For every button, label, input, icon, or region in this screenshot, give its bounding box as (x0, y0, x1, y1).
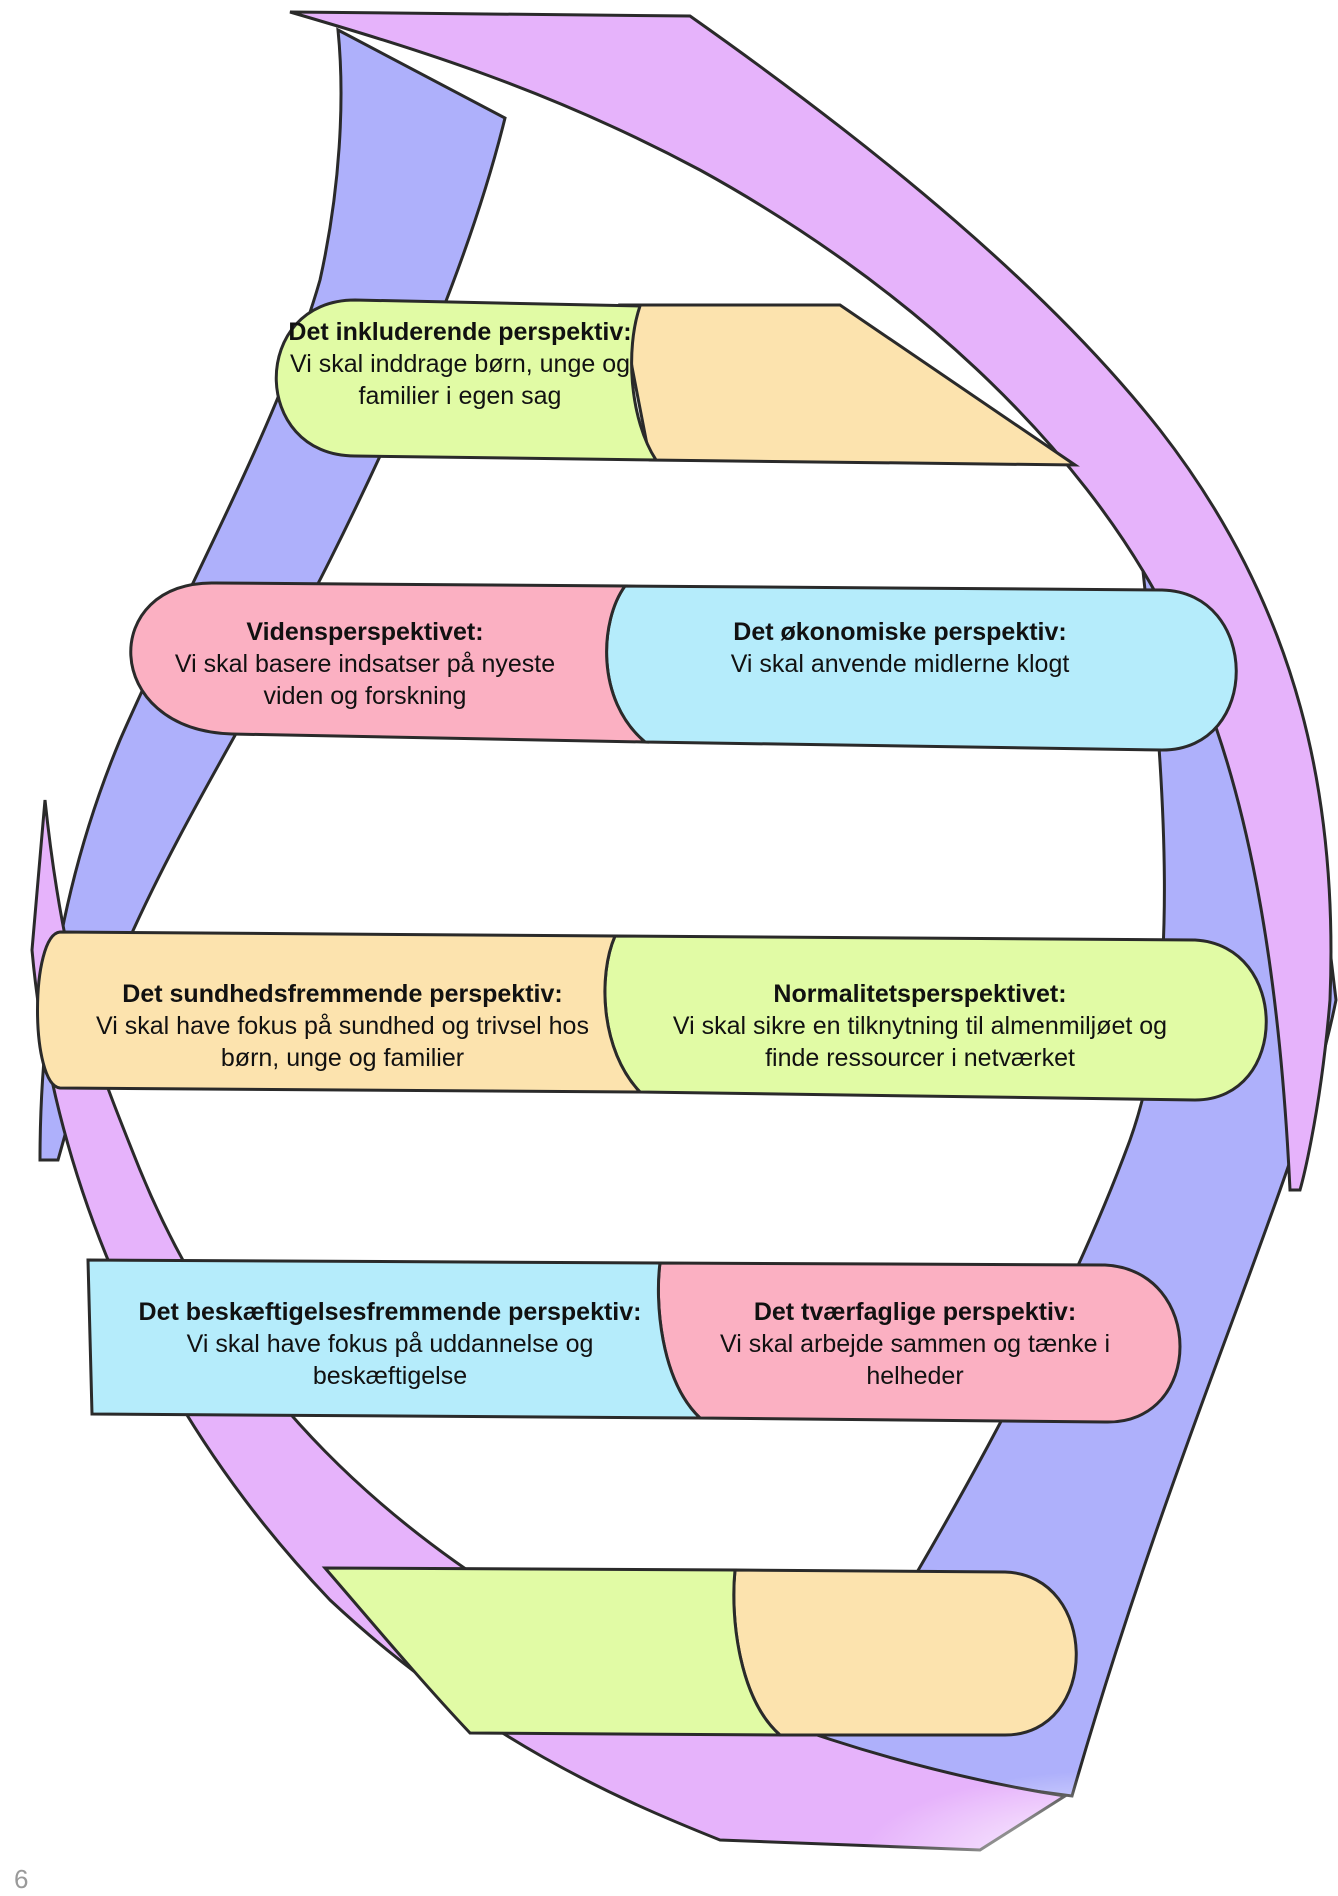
label-tvaerfaglige: Det tværfaglige perspektiv: Vi skal arbe… (700, 1296, 1130, 1392)
rung-5 (321, 1566, 1078, 1737)
rung-5-left-capsule (321, 1566, 785, 1737)
label-inkluderende-title: Det inkluderende perspektiv: (288, 318, 632, 346)
front-strand (289, 10, 1333, 1192)
rung-4-left-capsule (86, 1258, 704, 1420)
label-videns-text: Vi skal basere indsatser på nyeste viden… (174, 650, 556, 710)
label-sundhedsfremmende-text: Vi skal have fokus på sundhed og trivsel… (96, 1012, 589, 1072)
bottom-fade (860, 1770, 1338, 1896)
label-inkluderende-text: Vi skal inddrage børn, unge og familier … (289, 350, 631, 410)
label-videns-title: Vidensperspektivet: (246, 618, 484, 646)
rung-3 (36, 930, 1268, 1102)
rung-2-left-capsule (129, 581, 650, 744)
label-beskaeftigelse-title: Det beskæftigelsesfremmende perspektiv: (138, 1298, 642, 1326)
rung-3-left-capsule (36, 930, 644, 1094)
label-tvaerfaglige-title: Det tværfaglige perspektiv: (753, 1298, 1077, 1326)
label-beskaeftigelse-text: Vi skal have fokus på uddannelse og besk… (186, 1330, 594, 1390)
label-normalitet-title: Normalitetsperspektivet: (773, 980, 1067, 1008)
label-videns: Vidensperspektivet: Vi skal basere indsa… (150, 616, 580, 712)
label-oekonomiske: Det økonomiske perspektiv: Vi skal anven… (660, 616, 1140, 680)
label-normalitet: Normalitetsperspektivet: Vi skal sikre e… (650, 978, 1190, 1074)
rung-1-left-capsule (274, 298, 659, 462)
page-number: 6 (14, 1864, 29, 1894)
rung-1 (274, 298, 1080, 467)
rung-2 (129, 581, 1238, 752)
label-tvaerfaglige-text: Vi skal arbejde sammen og tænke i helhed… (719, 1330, 1110, 1390)
label-normalitet-text: Vi skal sikre en tilknytning til almenmi… (672, 1012, 1168, 1072)
label-oekonomiske-text: Vi skal anvende midlerne klogt (730, 650, 1070, 678)
label-beskaeftigelse: Det beskæftigelsesfremmende perspektiv: … (130, 1296, 650, 1392)
rung-1-right-capsule (618, 303, 1080, 467)
rung-4 (86, 1258, 1182, 1424)
label-oekonomiske-title: Det økonomiske perspektiv: (733, 618, 1067, 646)
label-inkluderende: Det inkluderende perspektiv: Vi skal ind… (285, 316, 635, 412)
rung-5-right-capsule (732, 1568, 1078, 1737)
label-sundhedsfremmende-title: Det sundhedsfremmende perspektiv: (122, 980, 563, 1008)
label-sundhedsfremmende: Det sundhedsfremmende perspektiv: Vi ska… (95, 978, 590, 1074)
